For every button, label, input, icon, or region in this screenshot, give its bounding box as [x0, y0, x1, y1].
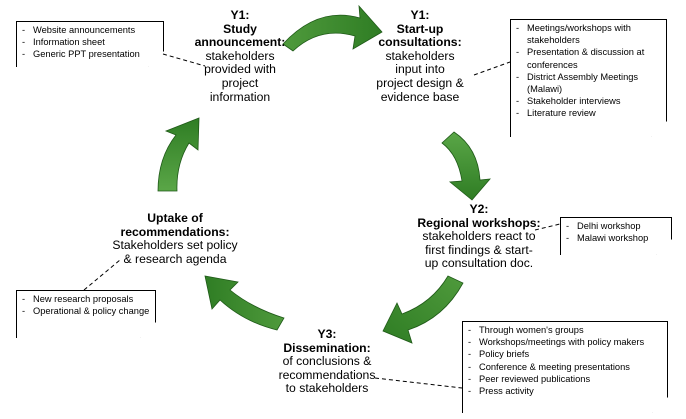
stage-detail: stakeholders input into project design &…: [376, 48, 464, 104]
note-item: Generic PPT presentation: [22, 48, 158, 60]
stage-detail: stakeholders react to first findings & s…: [422, 229, 536, 271]
cycle-arrow-1: [282, 4, 383, 52]
stage-title: Y3: Dissemination:: [283, 327, 371, 355]
stage-detail: Stakeholders set policy & research agend…: [112, 238, 238, 266]
connector-dissemination: [374, 377, 463, 389]
connector-announcement: [162, 53, 206, 67]
connector-workshops: [534, 223, 561, 231]
note-item: Meetings/workshops with stakeholders: [516, 22, 661, 46]
note-item: Malawi workshop: [566, 232, 666, 244]
note-item: Website announcements: [22, 24, 158, 36]
stage-title: Y1: Start-up consultations:: [378, 8, 462, 50]
note-item: Conference & meeting presentations: [468, 361, 662, 373]
note-item: Workshops/meetings with policy makers: [468, 336, 662, 348]
note-item: Stakeholder interviews: [516, 95, 661, 107]
stage-detail: stakeholders provided with project infor…: [204, 48, 276, 104]
note-consultations: Meetings/workshops with stakeholders Pre…: [510, 19, 667, 137]
stage-consultations: Y1: Start-up consultations: stakeholders…: [358, 8, 482, 104]
note-item: District Assembly Meetings (Malawi): [516, 71, 661, 95]
stage-title: Y1: Study announcement:: [194, 8, 286, 50]
note-item: Presentation & discussion at conferences: [516, 46, 661, 70]
cycle-arrow-3: [382, 275, 464, 344]
cycle-arrow-4: [204, 275, 285, 331]
note-dissemination: Through women's groups Workshops/meeting…: [462, 321, 668, 413]
note-item: Literature review: [516, 107, 661, 119]
note-workshops: Delhi workshop Malawi workshop: [560, 217, 672, 255]
note-item: Peer reviewed publications: [468, 373, 662, 385]
cycle-arrow-2: [441, 131, 491, 201]
note-item: Policy briefs: [468, 348, 662, 360]
stage-detail: of conclusions & recommendations to stak…: [278, 354, 376, 396]
note-uptake: New research proposals Operational & pol…: [16, 290, 156, 338]
note-announcement: Website announcements Information sheet …: [16, 21, 164, 67]
note-item: Through women's groups: [468, 324, 662, 336]
cycle-arrow-5: [157, 117, 200, 192]
note-item: Information sheet: [22, 36, 158, 48]
note-item: New research proposals: [22, 293, 150, 305]
stage-workshops: Y2: Regional workshops: stakeholders rea…: [408, 202, 550, 271]
stage-announcement: Y1: Study announcement: stakeholders pro…: [180, 8, 300, 104]
note-item: Operational & policy change: [22, 305, 150, 317]
connector-uptake: [83, 259, 121, 291]
stage-uptake: Uptake of recommendations: Stakeholders …: [104, 211, 246, 266]
connector-consultations: [473, 61, 511, 76]
stage-title: Uptake of recommendations:: [120, 211, 230, 239]
note-item: Press activity: [468, 385, 662, 397]
stage-title: Y2: Regional workshops:: [417, 202, 541, 230]
stage-dissemination: Y3: Dissemination: of conclusions & reco…: [262, 327, 392, 396]
note-item: Delhi workshop: [566, 220, 666, 232]
